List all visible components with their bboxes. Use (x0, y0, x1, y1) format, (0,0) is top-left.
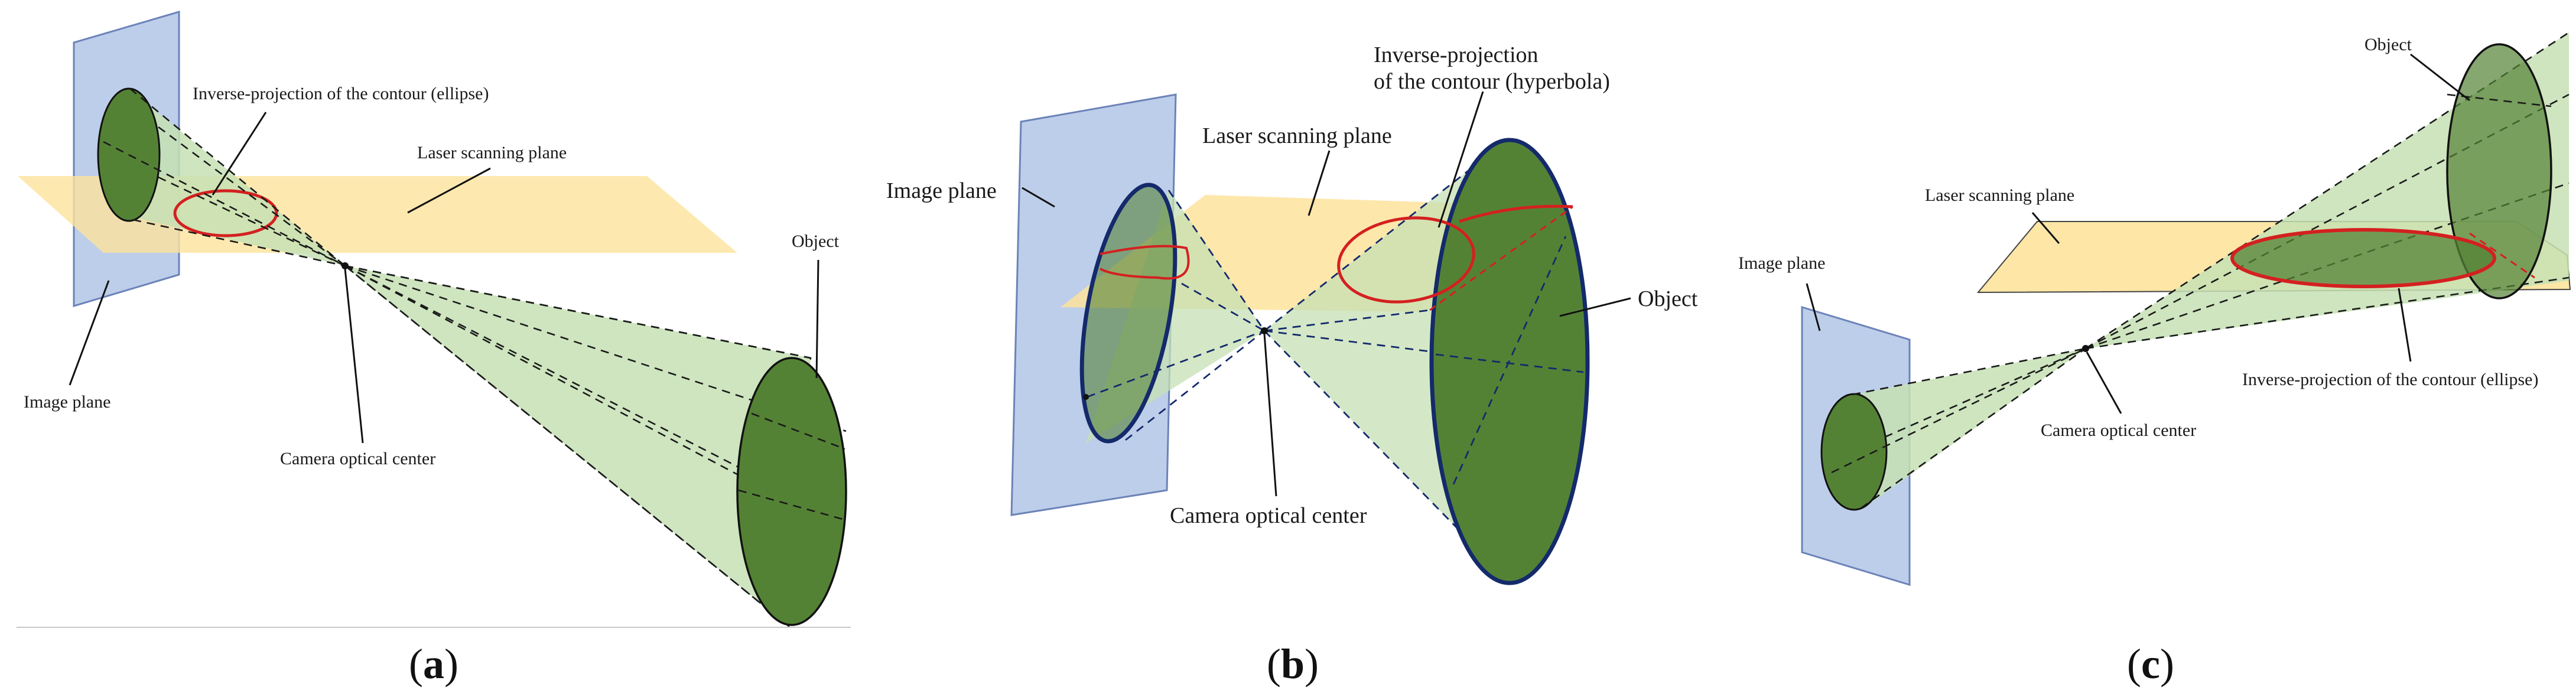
optical-center-a (341, 262, 349, 269)
label-laser-plane-b: Laser scanning plane (1202, 123, 1392, 148)
image-contour-b (1079, 183, 1178, 444)
label-object-b: Object (1638, 286, 1698, 311)
inverse-projection-hyperbola-b (1337, 216, 1475, 304)
label-inverse-projection-c: Inverse-projection of the contour (ellip… (2242, 370, 2538, 389)
inverse-projection-ellipse-a (173, 189, 278, 237)
label-optical-center-b: Camera optical center (1170, 503, 1367, 528)
contour-arc-b (1100, 245, 1190, 280)
small-cone-c (1849, 348, 2086, 508)
small-cone-a (127, 87, 345, 266)
panel-c: Object Laser scanning plane Image plane … (1738, 31, 2571, 688)
label-inverse-projection-b-2: of the contour (hyperbola) (1374, 69, 1610, 94)
contour-cut-b (1429, 206, 1573, 311)
label-inverse-projection-b-1: Inverse-projection (1374, 43, 1539, 67)
label-optical-center-c: Camera optical center (2041, 421, 2196, 440)
label-laser-plane-a: Laser scanning plane (417, 143, 567, 162)
panel-label-b: (b) (1267, 640, 1319, 688)
label-inverse-projection-a: Inverse-projection of the contour (ellip… (193, 84, 489, 103)
label-object-a: Object (792, 232, 840, 251)
object-a (736, 357, 847, 626)
panel-label-a: (a) (409, 640, 458, 688)
panel-b: Inverse-projection of the contour (hyper… (886, 43, 1698, 688)
optical-center-c (2082, 345, 2089, 352)
image-contour-c (1820, 393, 1888, 511)
label-optical-center-a: Camera optical center (280, 449, 435, 468)
inverse-projection-ellipse-c (2230, 228, 2496, 288)
optical-center-b (1261, 327, 1268, 334)
label-object-c: Object (2364, 35, 2412, 54)
big-cone-a (344, 265, 812, 628)
label-image-plane-a: Image plane (24, 392, 110, 412)
panel-a: Inverse-projection of the contour (ellip… (17, 10, 851, 688)
label-laser-plane-c: Laser scanning plane (1925, 185, 2074, 205)
panel-label-c: (c) (2127, 640, 2174, 688)
label-image-plane-b: Image plane (886, 178, 997, 203)
label-image-plane-c: Image plane (1738, 253, 1825, 273)
